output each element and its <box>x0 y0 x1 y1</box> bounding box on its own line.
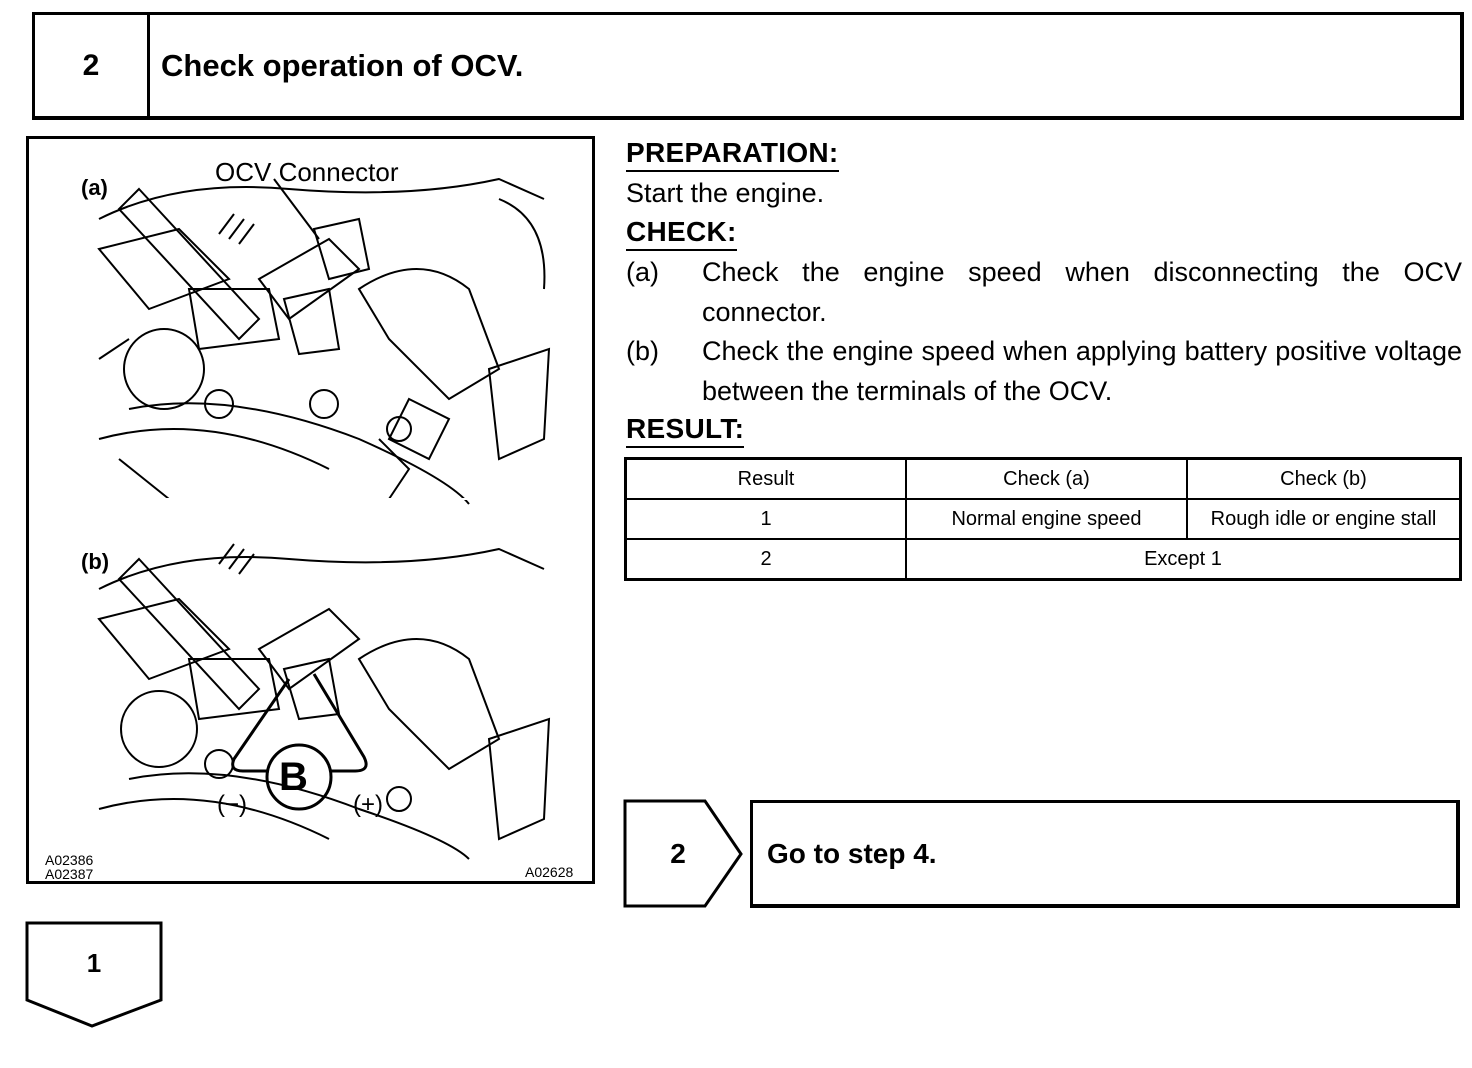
preparation-heading: PREPARATION: <box>626 137 839 172</box>
table-header-cell: Check (b) <box>1186 457 1462 500</box>
positive-terminal-label: (+) <box>353 791 383 818</box>
result-heading: RESULT: <box>626 413 745 448</box>
figure-code-left-1: A02386 <box>45 852 94 868</box>
engine-illustration: (a) OCV Connector (b) B (−) (+) A02386 A… <box>26 136 595 884</box>
step-title: Check operation of OCV. <box>161 47 524 83</box>
negative-terminal-label: (−) <box>217 791 247 818</box>
figure-code-left-2: A02387 <box>45 866 94 882</box>
goto-step-text: Go to step 4. <box>767 837 937 869</box>
check-item-a-text: Check the engine speed when disconnectin… <box>702 257 1462 327</box>
branch-1-number: 1 <box>86 947 102 978</box>
branch-2-arrow <box>623 799 743 908</box>
check-item-b-marker: (b) <box>626 336 659 366</box>
battery-symbol: B <box>279 755 308 799</box>
panel-a-label: (a) <box>81 175 108 200</box>
table-header-cell: Result <box>624 457 907 500</box>
table-cell: Normal engine speed <box>905 498 1188 540</box>
figure-code-right: A02628 <box>525 864 574 880</box>
table-header-cell: Check (a) <box>905 457 1188 500</box>
result-table: Result Check (a) Check (b) 1 Normal engi… <box>624 457 1462 581</box>
table-cell: 1 <box>624 498 907 540</box>
preparation-text: Start the engine. <box>626 178 825 208</box>
table-cell: Rough idle or engine stall <box>1186 498 1462 540</box>
table-cell: Except 1 <box>905 538 1462 581</box>
goto-box: Go to step 4. <box>750 800 1460 908</box>
ocv-connector-label: OCV Connector <box>215 157 399 187</box>
table-cell: 2 <box>624 538 907 581</box>
step-number: 2 <box>35 15 150 116</box>
engine-drawing <box>97 177 551 860</box>
check-heading: CHECK: <box>626 216 737 251</box>
branch-1-arrow <box>25 921 163 1028</box>
table-header-row: Result Check (a) Check (b) <box>624 457 1462 500</box>
table-row: 1 Normal engine speed Rough idle or engi… <box>624 498 1462 540</box>
panel-b-label: (b) <box>81 549 110 574</box>
step-header: 2 Check operation of OCV. <box>32 12 1464 120</box>
table-row: 2 Except 1 <box>624 538 1462 581</box>
branch-2-number: 2 <box>670 838 686 869</box>
check-item-b-text: Check the engine speed when applying bat… <box>702 336 1462 406</box>
check-item-a-marker: (a) <box>626 257 659 287</box>
